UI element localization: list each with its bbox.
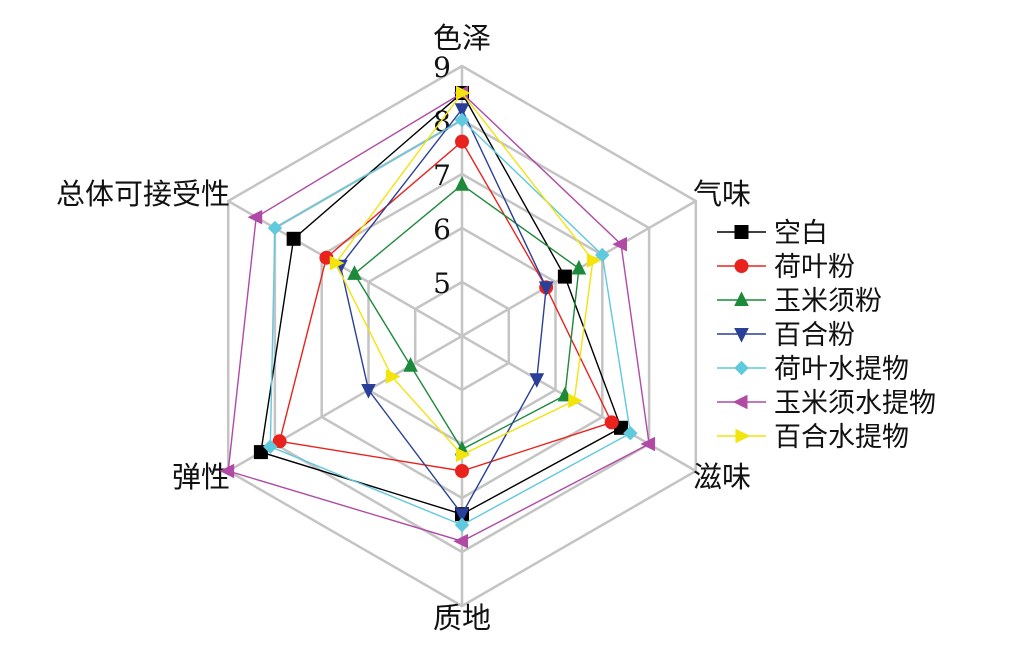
data-point-4-4 [263, 439, 278, 454]
data-point-2-4 [403, 357, 418, 372]
grid-spoke-2 [461, 334, 697, 473]
legend-label-2: 玉米须粉 [774, 286, 882, 317]
legend-marker-4 [734, 360, 749, 376]
data-point-5-3 [453, 533, 468, 549]
data-point-6-3 [456, 447, 471, 463]
axis-label-5: 总体可接受性 [56, 177, 230, 211]
data-point-4-0 [454, 112, 470, 128]
legend-item-2: 玉米须粉 [717, 286, 882, 317]
legend-marker-5 [732, 394, 748, 410]
data-point-1-4 [272, 434, 287, 449]
data-point-0-1 [557, 269, 572, 284]
series-line-2 [353, 183, 580, 451]
data-point-6-5 [329, 255, 345, 271]
data-point-3-4 [361, 384, 376, 399]
axis-label-2: 滋味 [693, 460, 751, 494]
tick-label-7: 7 [433, 159, 451, 192]
legend-marker-1 [734, 259, 749, 273]
tick-label-6: 6 [433, 213, 451, 246]
tick-label-5: 5 [433, 267, 451, 300]
legend-label-3: 百合粉 [774, 320, 855, 351]
legend-marker-6 [735, 428, 751, 444]
data-point-5-4 [219, 463, 235, 479]
data-point-1-3 [455, 464, 469, 478]
data-point-4-1 [595, 247, 610, 263]
data-point-1-0 [455, 134, 469, 149]
data-point-4-5 [267, 220, 283, 236]
data-point-5-5 [247, 209, 263, 225]
legend-label-6: 百合水提物 [774, 422, 909, 453]
data-point-4-3 [454, 517, 470, 533]
axis-label-1: 气味 [693, 177, 751, 211]
data-point-2-5 [347, 265, 362, 280]
data-point-5-2 [640, 436, 656, 452]
data-point-0-5 [286, 231, 301, 246]
legend-marker-2 [734, 291, 749, 306]
data-point-2-0 [454, 176, 470, 191]
data-point-0-4 [253, 445, 268, 460]
grid-spoke-5 [227, 199, 463, 338]
legend-item-4: 荷叶水提物 [717, 354, 909, 385]
legend-item-0: 空白 [717, 218, 828, 249]
legend-label-0: 空白 [774, 218, 828, 249]
data-point-6-1 [586, 253, 602, 268]
data-point-6-2 [568, 393, 583, 409]
legend-item-1: 荷叶粉 [717, 252, 855, 283]
legend-marker-0 [734, 225, 749, 239]
legend-item-6: 百合水提物 [717, 422, 909, 453]
data-point-2-2 [557, 386, 573, 402]
series-0 [253, 86, 629, 522]
series-6 [329, 85, 602, 463]
axis-label-4: 弹性 [172, 460, 230, 494]
data-point-3-3 [454, 508, 470, 523]
data-point-6-4 [385, 369, 401, 384]
data-point-4-2 [623, 425, 638, 441]
data-point-6-0 [456, 85, 471, 101]
tick-label-9: 9 [433, 51, 451, 84]
data-point-3-0 [454, 103, 470, 118]
axis-label-0: 色泽 [433, 21, 491, 55]
data-point-5-1 [612, 236, 628, 252]
legend-item-3: 百合粉 [717, 320, 855, 351]
data-point-3-2 [529, 373, 545, 388]
axis-label-3: 质地 [433, 601, 491, 635]
data-point-1-2 [604, 415, 619, 430]
legend-item-5: 玉米须水提物 [717, 388, 936, 419]
legend-label-5: 玉米须水提物 [774, 388, 936, 419]
data-point-2-1 [571, 259, 587, 275]
legend-label-4: 荷叶水提物 [774, 354, 909, 385]
legend-marker-3 [734, 328, 749, 343]
series-4 [263, 112, 638, 533]
legend-label-1: 荷叶粉 [774, 252, 855, 283]
series-group [219, 85, 656, 549]
data-point-3-1 [538, 281, 554, 297]
